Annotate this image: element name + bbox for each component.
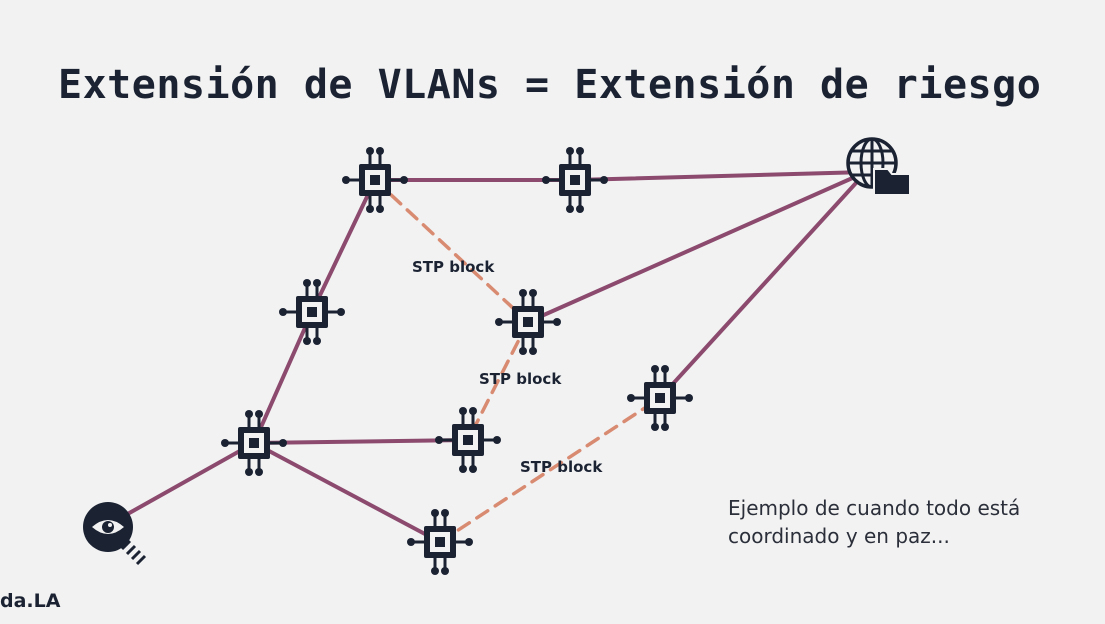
- sw-center-switch-icon: [495, 289, 561, 355]
- slide-title: Extensión de VLANs = Extensión de riesgo: [58, 62, 1042, 108]
- nodes-layer: [83, 137, 911, 575]
- blocked-link-sw-center-to-sw-bottom-center: [466, 320, 530, 442]
- monitor-eye-search-icon: [83, 502, 147, 566]
- blocked-link-sw-bottom-to-sw-right: [438, 396, 662, 544]
- link-sw-right-to-internet: [658, 170, 868, 400]
- sw-bottom-center-switch-icon: [435, 407, 501, 473]
- sw-bottom-switch-icon: [407, 509, 473, 575]
- links-layer: [122, 170, 868, 544]
- sw-top-left-switch-icon: [342, 147, 408, 213]
- link-sw-bottom-left-to-sw-bottom-center: [252, 438, 470, 445]
- link-sw-bottom-left-to-monitor: [122, 441, 256, 518]
- brand-logo-text: da.LA: [0, 590, 61, 612]
- sw-right-switch-icon: [627, 365, 693, 431]
- caption: Ejemplo de cuando todo está coordinado y…: [728, 494, 1020, 550]
- sw-top-mid-switch-icon: [542, 147, 608, 213]
- link-sw-top-left-to-sw-left-mid: [310, 178, 377, 314]
- stp-block-label-1: STP block: [412, 258, 495, 276]
- internet-globe-folder-icon: [846, 137, 911, 196]
- stp-block-label-2: STP block: [479, 370, 562, 388]
- link-sw-bottom-left-to-sw-bottom: [252, 441, 442, 544]
- sw-left-mid-switch-icon: [279, 279, 345, 345]
- caption-line-2: coordinado y en paz...: [728, 524, 950, 548]
- stp-labels-layer: STP block STP block STP block: [412, 258, 603, 476]
- link-sw-top-mid-to-internet: [573, 170, 868, 182]
- link-sw-left-mid-to-sw-bottom-left: [252, 310, 314, 445]
- sw-bottom-left-switch-icon: [221, 410, 287, 476]
- link-sw-center-to-internet: [526, 170, 868, 324]
- stp-block-label-3: STP block: [520, 458, 603, 476]
- caption-line-1: Ejemplo de cuando todo está: [728, 496, 1021, 520]
- blocked-link-sw-top-left-to-sw-center: [373, 178, 530, 324]
